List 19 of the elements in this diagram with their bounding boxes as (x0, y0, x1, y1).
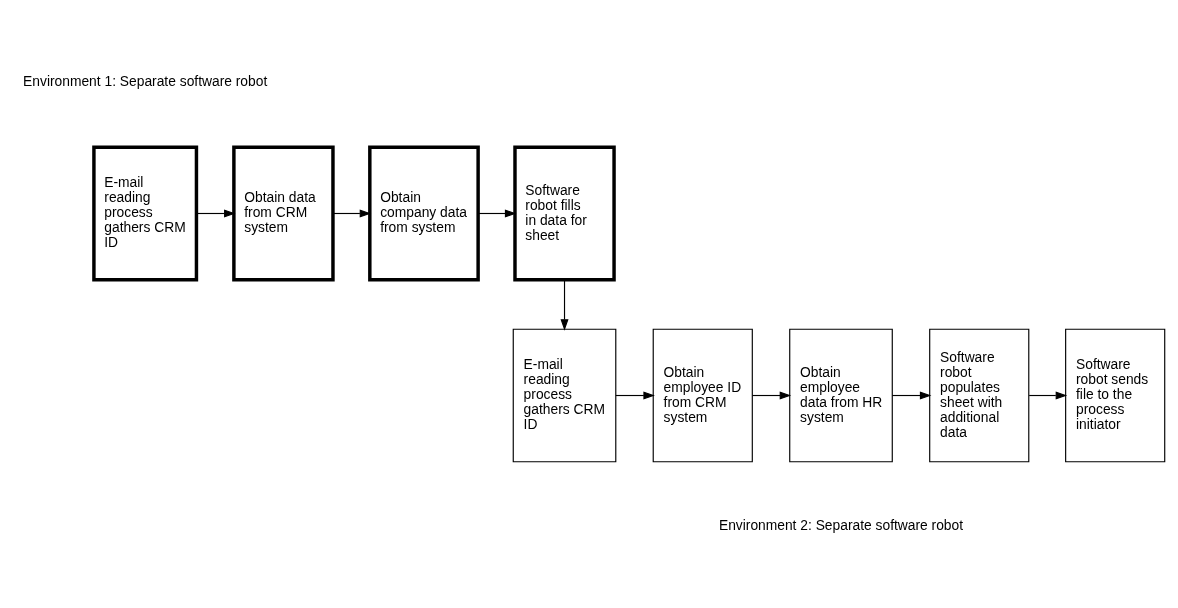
arrow (615, 390, 655, 400)
node-box: Software robot fills in data for sheet (513, 145, 616, 281)
node-box: Obtain company data from system (368, 145, 480, 281)
node-box: Obtain employee ID from CRM system (652, 328, 753, 462)
arrow (1028, 390, 1068, 400)
node-box: E-mail reading process gathers CRM ID (512, 328, 617, 462)
label: Environment 2: Separate software robot (718, 516, 964, 533)
arrow (751, 390, 792, 400)
arrow (560, 278, 569, 331)
node-box: Software robot sends file to the process initiator (1065, 328, 1166, 462)
node-box: Software robot populates sheet with additional data (929, 328, 1030, 462)
node-box: Obtain employee data from HR system (789, 328, 893, 462)
arrow (477, 208, 517, 218)
arrow (195, 208, 236, 218)
node-box: Obtain data from CRM system (232, 145, 335, 281)
arrow (332, 208, 372, 218)
label: Environment 1: Separate software robot (23, 72, 268, 89)
arrow (891, 390, 932, 400)
node-box: E-mail reading process gathers CRM ID (92, 145, 199, 281)
